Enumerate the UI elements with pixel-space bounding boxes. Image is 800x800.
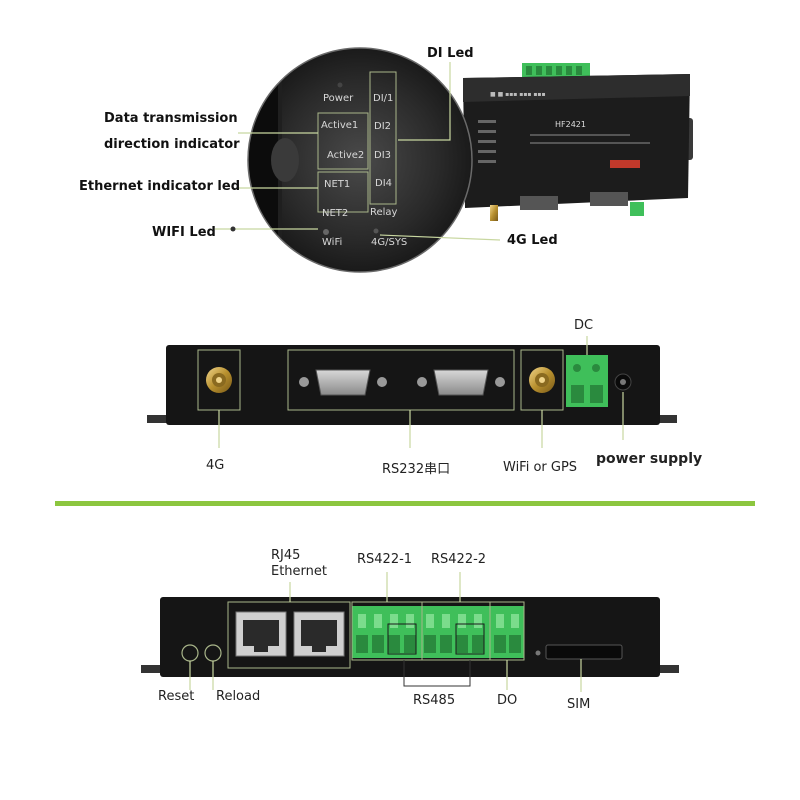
panel-di1: DI/1: [373, 93, 394, 104]
panel-di2: DI2: [374, 121, 392, 132]
rs232-label: RS232串口: [382, 462, 451, 477]
sim-label: SIM: [567, 697, 591, 712]
4g-led-label: 4G Led: [507, 233, 558, 248]
front-panel-device: [147, 345, 677, 425]
back-guide-lines: [189, 572, 582, 692]
rs422-1-label: RS422-1: [357, 552, 413, 567]
dc-label: DC: [574, 318, 594, 333]
device-model-label: HF2421: [555, 120, 586, 129]
do-label: DO: [497, 693, 518, 708]
panel-relay: Relay: [370, 207, 398, 218]
panel-active2: Active2: [327, 150, 365, 161]
data-transmission-label-line2: direction indicator: [104, 137, 240, 152]
front-guide-lines: [218, 336, 624, 448]
wifi-led-label: WIFI Led: [152, 225, 216, 240]
panel-4g-sys: 4G/SYS: [371, 237, 408, 248]
panel-power: Power: [323, 93, 354, 104]
ethernet-label: Ethernet: [271, 564, 327, 579]
data-transmission-label-line1: Data transmission: [104, 111, 238, 126]
svg-text:■ ■ ▪▪▪ ▪▪▪ ▪▪▪: ■ ■ ▪▪▪ ▪▪▪ ▪▪▪: [490, 91, 546, 98]
top-guide-lines: [215, 62, 501, 241]
green-divider: [55, 501, 755, 506]
panel-active1: Active1: [321, 120, 359, 131]
wifi-gps-label: WiFi or GPS: [503, 460, 578, 475]
di-led-label: DI Led: [427, 46, 474, 61]
power-supply-label: power supply: [596, 451, 703, 467]
rs485-label: RS485: [413, 693, 456, 708]
reload-label: Reload: [216, 689, 261, 704]
ethernet-indicator-label: Ethernet indicator led: [79, 179, 241, 194]
panel-net1: NET1: [324, 179, 351, 190]
panel-di4: DI4: [375, 178, 393, 189]
rs485-bracket: [403, 660, 471, 687]
panel-di3: DI3: [374, 150, 392, 161]
reset-label: Reset: [158, 689, 195, 704]
router-device-photo: ■ ■ ▪▪▪ ▪▪▪ ▪▪▪ HF2421: [455, 63, 693, 221]
rs422-2-label: RS422-2: [431, 552, 487, 567]
4g-antenna-label: 4G: [206, 458, 225, 473]
panel-wifi: WiFi: [322, 237, 343, 248]
panel-net2: NET2: [322, 208, 349, 219]
rj45-label: RJ45: [271, 548, 301, 563]
wifi-led-marker: [230, 226, 236, 232]
back-panel-device: [141, 597, 679, 677]
